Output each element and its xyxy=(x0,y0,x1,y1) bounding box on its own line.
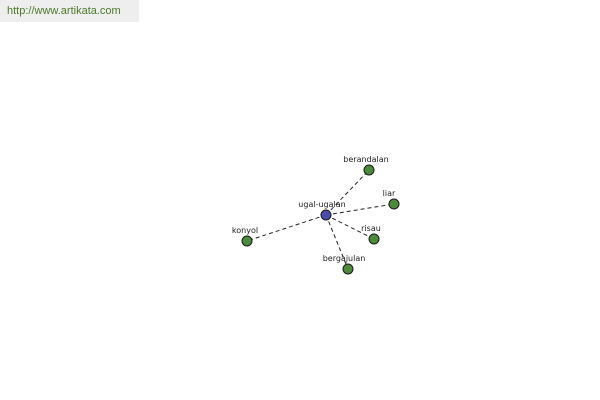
node-risau[interactable] xyxy=(368,233,380,245)
source-url-banner[interactable]: http://www.artikata.com xyxy=(0,0,139,22)
edge-berandalan xyxy=(325,169,370,216)
edge-bergajulan xyxy=(325,214,349,270)
node-konyol[interactable] xyxy=(241,235,253,247)
label-bergajulan[interactable]: bergajulan xyxy=(323,254,366,263)
node-liar[interactable] xyxy=(388,198,400,210)
graph-edges xyxy=(246,169,395,270)
edge-risau xyxy=(325,214,375,240)
label-center-ugal-ugalan[interactable]: ugal-ugalan xyxy=(298,200,345,209)
label-liar[interactable]: liar xyxy=(383,189,396,198)
node-berandalan[interactable] xyxy=(363,164,375,176)
label-risau[interactable]: risau xyxy=(361,224,381,233)
node-center-ugal-ugalan[interactable] xyxy=(320,209,332,221)
graph-labels: berandalan liar risau bergajulan konyol ugal-… xyxy=(232,155,396,263)
label-konyol[interactable]: konyol xyxy=(232,226,258,235)
label-berandalan[interactable]: berandalan xyxy=(343,155,388,164)
edge-konyol xyxy=(246,214,327,242)
graph-nodes xyxy=(241,164,400,275)
edge-liar xyxy=(325,203,395,216)
node-bergajulan[interactable] xyxy=(342,263,354,275)
